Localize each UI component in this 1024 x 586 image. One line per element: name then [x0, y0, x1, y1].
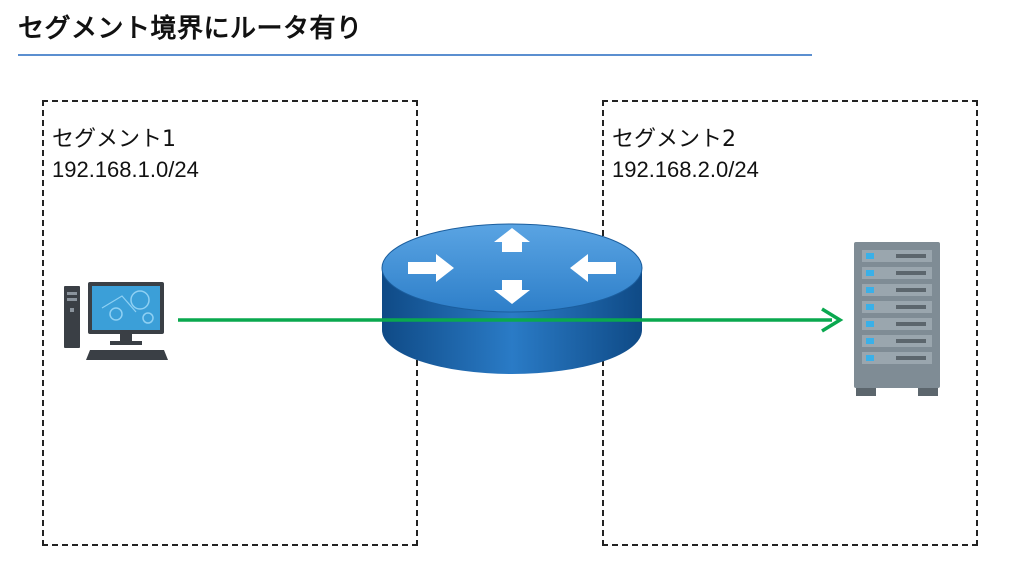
server-icon [854, 242, 940, 396]
title-underline [18, 54, 812, 56]
page-title: セグメント境界にルータ有り [18, 14, 363, 44]
segment-1-name: セグメント1 [52, 127, 176, 152]
segment-2-name: セグメント2 [612, 127, 736, 152]
desktop-pc-icon [64, 282, 168, 360]
segment-1-subnet: 192.168.1.0/24 [52, 157, 199, 182]
router-icon [381, 223, 643, 374]
segment-2-subnet: 192.168.2.0/24 [612, 157, 759, 182]
